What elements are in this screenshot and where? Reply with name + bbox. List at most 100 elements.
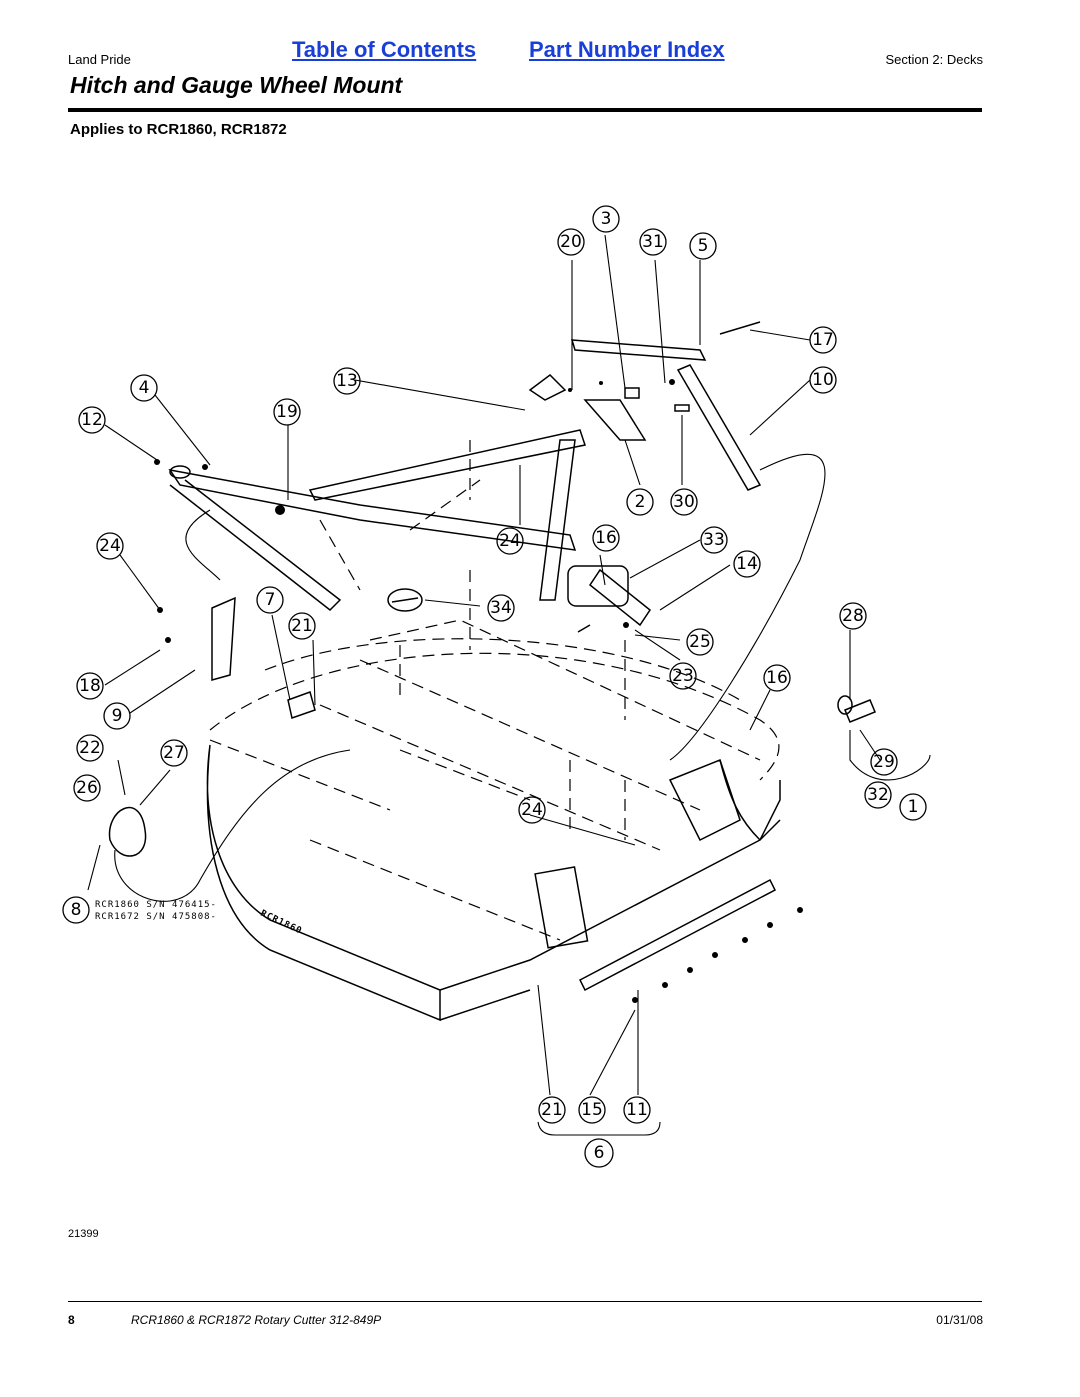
revision-date: 01/31/08 [936, 1313, 983, 1327]
svg-text:19: 19 [276, 402, 298, 422]
parts-diagram: RCR1860 [62, 205, 931, 1168]
deck-model-label: RCR1860 [259, 909, 304, 937]
svg-text:28: 28 [842, 606, 864, 626]
gauge-wheel-spindle [567, 565, 652, 633]
callout-26: 26 [73, 774, 101, 802]
callout-15: 15 [578, 1096, 606, 1124]
svg-text:3: 3 [601, 209, 612, 229]
callout-16-b: 16 [763, 664, 791, 692]
footer-rule [68, 1301, 982, 1302]
title-rule [68, 108, 982, 112]
callout-22: 22 [76, 734, 104, 762]
svg-text:9: 9 [112, 706, 123, 726]
callout-8: 8 [62, 896, 90, 924]
group-bracket [537, 1121, 661, 1136]
svg-text:24: 24 [99, 536, 121, 556]
callout-1: 1 [899, 793, 927, 821]
callout-20: 20 [557, 228, 585, 256]
serial-note-2: RCR1672 S/N 475808- [95, 912, 217, 922]
svg-text:8: 8 [71, 900, 82, 920]
leader-lines [87, 234, 881, 1096]
misc-parts [108, 588, 876, 857]
callout-21-a: 21 [288, 612, 316, 640]
svg-text:31: 31 [642, 232, 664, 252]
applies-to-note: Applies to RCR1860, RCR1872 [70, 121, 287, 138]
page-number: 8 [68, 1313, 75, 1327]
svg-text:24: 24 [521, 800, 543, 820]
svg-text:20: 20 [560, 232, 582, 252]
svg-text:15: 15 [581, 1100, 603, 1120]
svg-text:4: 4 [139, 378, 150, 398]
svg-text:27: 27 [163, 743, 185, 763]
figure-id: 21399 [68, 1228, 99, 1240]
svg-text:33: 33 [703, 530, 725, 550]
callout-21-b: 21 [538, 1096, 566, 1124]
callout-12: 12 [78, 406, 106, 434]
svg-text:12: 12 [81, 410, 103, 430]
svg-text:24: 24 [499, 531, 521, 551]
callout-2: 2 [626, 488, 654, 516]
callout-18: 18 [76, 672, 104, 700]
callout-6: 6 [584, 1138, 614, 1168]
svg-text:7: 7 [265, 590, 276, 610]
svg-text:23: 23 [672, 666, 694, 686]
callout-9: 9 [103, 702, 131, 730]
svg-text:18: 18 [79, 676, 101, 696]
serial-note-1: RCR1860 S/N 476415- [95, 900, 217, 910]
svg-text:34: 34 [490, 598, 512, 618]
part-number-index-link[interactable]: Part Number Index [529, 37, 725, 62]
callout-30: 30 [670, 488, 698, 516]
callout-10: 10 [809, 366, 837, 394]
callout-31: 31 [639, 228, 667, 256]
callout-7: 7 [256, 586, 284, 614]
page-title: Hitch and Gauge Wheel Mount [70, 72, 403, 98]
callout-25: 25 [686, 628, 714, 656]
svg-text:10: 10 [812, 370, 834, 390]
callout-14: 14 [733, 550, 761, 578]
callout-17: 17 [809, 326, 837, 354]
svg-text:2: 2 [635, 492, 646, 512]
callout-33: 33 [700, 526, 728, 554]
svg-text:29: 29 [873, 752, 895, 772]
callout-24-c: 24 [518, 796, 546, 824]
callout-32: 32 [864, 781, 892, 809]
upper-links [528, 321, 762, 601]
a-frame-hitch [154, 429, 586, 611]
svg-text:13: 13 [336, 371, 358, 391]
svg-text:16: 16 [766, 668, 788, 688]
svg-text:5: 5 [698, 236, 709, 256]
svg-text:25: 25 [689, 632, 711, 652]
svg-text:14: 14 [736, 554, 758, 574]
callout-11: 11 [623, 1096, 651, 1124]
callout-16-a: 16 [592, 524, 620, 552]
table-of-contents-link[interactable]: Table of Contents [292, 37, 477, 62]
callout-13: 13 [333, 367, 361, 395]
callout-3: 3 [592, 205, 620, 233]
svg-text:16: 16 [595, 528, 617, 548]
section-label: Section 2: Decks [885, 52, 983, 67]
callout-28: 28 [839, 602, 867, 630]
callout-24-b: 24 [96, 532, 124, 560]
svg-text:22: 22 [79, 738, 101, 758]
svg-text:26: 26 [76, 778, 98, 798]
svg-text:1: 1 [908, 797, 919, 817]
svg-text:17: 17 [812, 330, 834, 350]
svg-text:11: 11 [626, 1100, 648, 1120]
deck-outline [206, 744, 781, 1022]
callout-34: 34 [487, 594, 515, 622]
callout-19: 19 [273, 398, 301, 426]
deck-outline-hidden [209, 440, 780, 941]
callout-29: 29 [870, 748, 898, 776]
callout-23: 23 [669, 662, 697, 690]
skid-strip [579, 878, 803, 1003]
callout-4: 4 [130, 374, 158, 402]
svg-text:30: 30 [673, 492, 695, 512]
callout-24-a: 24 [496, 527, 524, 555]
svg-text:6: 6 [594, 1143, 605, 1163]
svg-text:21: 21 [291, 616, 313, 636]
svg-text:21: 21 [541, 1100, 563, 1120]
document-title: RCR1860 & RCR1872 Rotary Cutter 312-849P [131, 1313, 382, 1327]
callout-27: 27 [160, 739, 188, 767]
callout-5: 5 [689, 232, 717, 260]
svg-text:32: 32 [867, 785, 889, 805]
